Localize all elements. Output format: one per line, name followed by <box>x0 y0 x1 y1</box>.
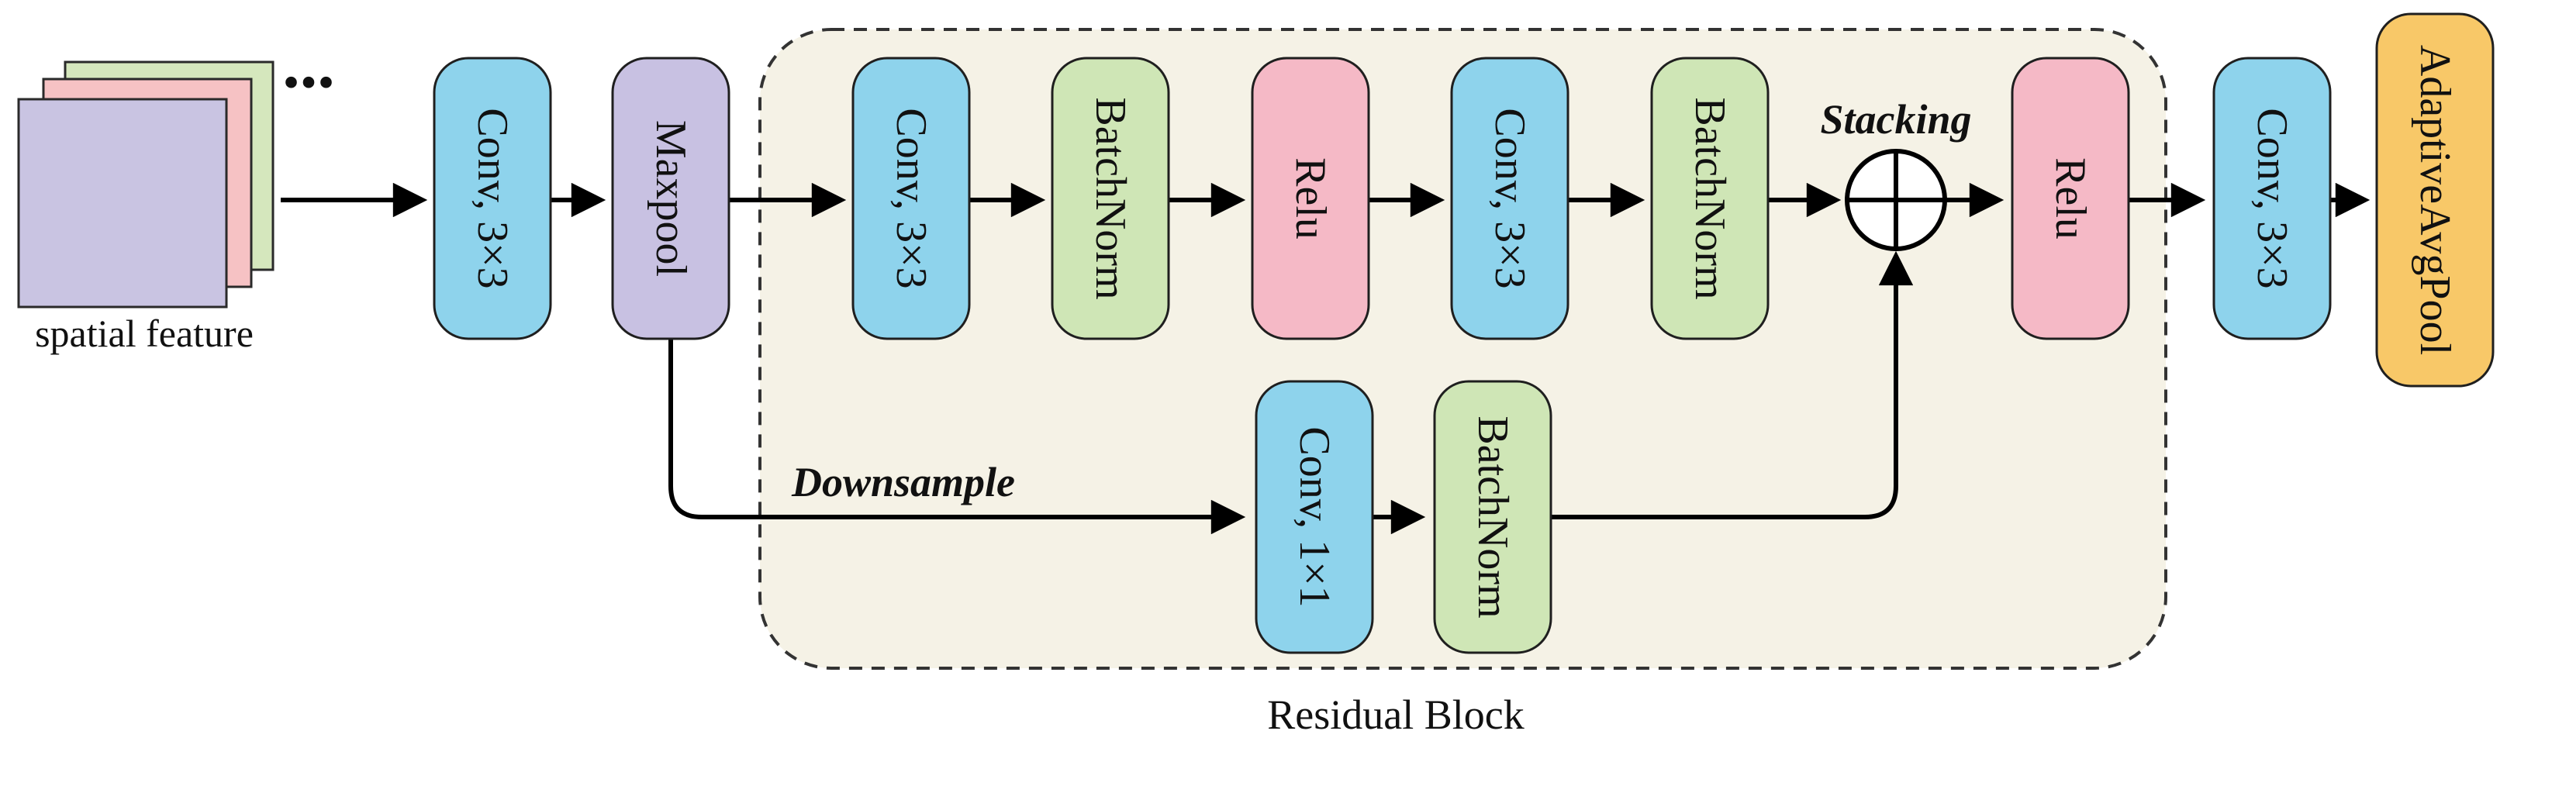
node-block-bn2-label: BatchNorm <box>1686 97 1734 299</box>
node-block-conv1-label: Conv, 3×3 <box>887 108 935 288</box>
residual-block-caption: Residual Block <box>1267 691 1524 738</box>
node-out-conv-label: Conv, 3×3 <box>2248 108 2296 288</box>
node-block-conv1 <box>851 57 971 340</box>
node-downsample-bn <box>1433 380 1552 654</box>
node-out-conv <box>2212 57 2332 340</box>
shortcut-path-dsbn-to-add <box>1551 250 1914 519</box>
node-block-bn1-label: BatchNorm <box>1086 97 1134 299</box>
node-block-bn2 <box>1650 57 1770 340</box>
node-downsample-conv-label: Conv, 1×1 <box>1290 426 1338 607</box>
node-adaptive-avgpool-label: AdaptiveAvgPool <box>2411 45 2459 355</box>
node-maxpool <box>611 57 730 340</box>
node-block-bn1 <box>1051 57 1170 340</box>
node-adaptive-avgpool <box>2375 12 2495 388</box>
node-block-relu1-label: Relu <box>1286 157 1335 240</box>
node-downsample-bn-label: BatchNorm <box>1469 415 1517 618</box>
more-channels-ellipsis: ... <box>282 26 335 102</box>
node-stem-conv <box>433 57 552 340</box>
downsample-path-maxpool-to-conv1x1 <box>668 339 1246 535</box>
node-block-relu1 <box>1251 57 1370 340</box>
node-block-conv2-label: Conv, 3×3 <box>1486 108 1534 288</box>
node-stem-conv-label: Conv, 3×3 <box>468 108 516 288</box>
node-downsample-conv <box>1255 380 1374 654</box>
downsample-annotation: Downsample <box>791 459 1015 505</box>
node-maxpool-label: Maxpool <box>647 120 695 277</box>
spatial-feature-label: spatial feature <box>35 312 254 355</box>
node-block-relu2 <box>2011 57 2130 340</box>
feature-map-square-purple <box>17 98 228 309</box>
node-block-relu2-label: Relu <box>2046 157 2094 240</box>
stacking-annotation: Stacking <box>1820 96 1971 143</box>
node-block-conv2 <box>1450 57 1569 340</box>
